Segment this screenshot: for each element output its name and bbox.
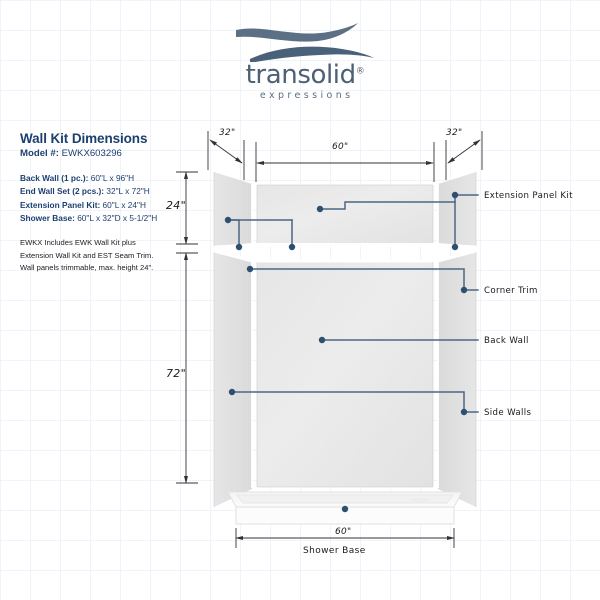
extension-panel-right [438, 172, 476, 246]
spec-end-wall-set: End Wall Set (2 pcs.): 32"L x 72"H [20, 186, 150, 197]
dimension-top-center: 60" [332, 142, 349, 152]
back-wall-panel [257, 262, 433, 487]
shower-base [227, 491, 463, 525]
brand-name: transolid® [245, 60, 365, 90]
callout-side-walls: Side Walls [484, 408, 532, 418]
dimension-bottom: 60" [335, 527, 352, 537]
shower-base-label: Shower Base [303, 546, 366, 556]
horizontal-seam [213, 243, 477, 263]
panel-edges [213, 172, 477, 507]
brand-logo: transolid® expressions [232, 22, 378, 102]
extension-panel-back [257, 185, 433, 243]
main-wall-row [214, 252, 476, 507]
dimension-left-upper: 24" [166, 199, 186, 212]
note-line-1: EWKX Includes EWK Wall Kit plus [20, 237, 136, 247]
spec-extension-panel-kit: Extension Panel Kit: 60"L x 24"H [20, 199, 146, 210]
callout-corner-trim: Corner Trim [484, 286, 538, 296]
spec-shower-base: Shower Base: 60"L x 32"D x 5-1/2"H [20, 213, 158, 224]
panel-seams [251, 184, 439, 488]
spec-back-wall: Back Wall (1 pc.): 60"L x 96"H [20, 173, 135, 184]
spec-panel: Wall Kit Dimensions Model #: EWKX603296 … [20, 131, 195, 275]
leader-lines [227, 194, 479, 413]
logo-swoosh-icon [236, 23, 374, 62]
dimension-left-lower: 72" [166, 367, 186, 380]
note-line-2: Extension Wall Kit and EST Seam Trim. [20, 250, 154, 260]
model-number: Model #: EWKX603296 [20, 147, 122, 159]
page-title: Wall Kit Dimensions [20, 131, 148, 146]
dimension-lines [176, 131, 483, 548]
extension-panel-row [214, 172, 476, 246]
side-wall-right [438, 252, 476, 507]
side-wall-left [214, 252, 252, 507]
leader-dots [224, 191, 468, 513]
callout-back-wall: Back Wall [484, 336, 529, 346]
note-line-3: Wall panels trimmable, max. height 24". [20, 263, 154, 273]
dimension-top-right: 32" [446, 128, 463, 138]
brand-tagline: expressions [259, 90, 354, 101]
callout-extension-panel-kit: Extension Panel Kit [484, 191, 573, 201]
dimension-top-left: 32" [219, 128, 236, 138]
extension-panel-left [214, 172, 252, 246]
